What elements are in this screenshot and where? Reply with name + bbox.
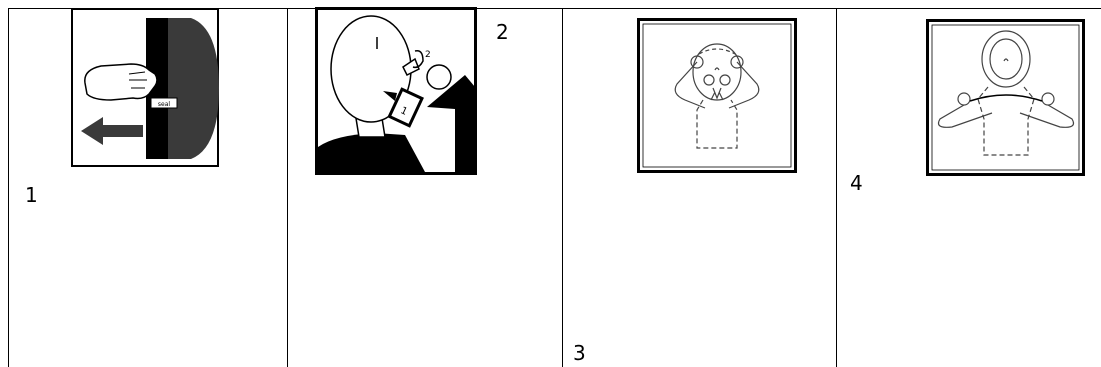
step-cell-4: 4 (837, 0, 1101, 367)
hands-on-shoulders-illustration (926, 19, 1085, 176)
step-number-4: 4 (850, 173, 863, 193)
step-cell-3: 3 (563, 0, 836, 367)
marker-2: 2 (425, 50, 431, 60)
remove-seal-illustration: seal (71, 8, 219, 167)
step-number-1: 1 (25, 185, 38, 205)
step-cell-1: seal 1 (9, 0, 287, 367)
hands-behind-head-illustration (637, 18, 797, 173)
step-number-2: 2 (496, 22, 509, 42)
step-number-3: 3 (573, 343, 586, 363)
seal-tag-label: seal (158, 101, 170, 108)
inhaler-use-illustration: 2 1 (315, 7, 477, 175)
step-cell-2: 2 1 2 (288, 0, 562, 367)
